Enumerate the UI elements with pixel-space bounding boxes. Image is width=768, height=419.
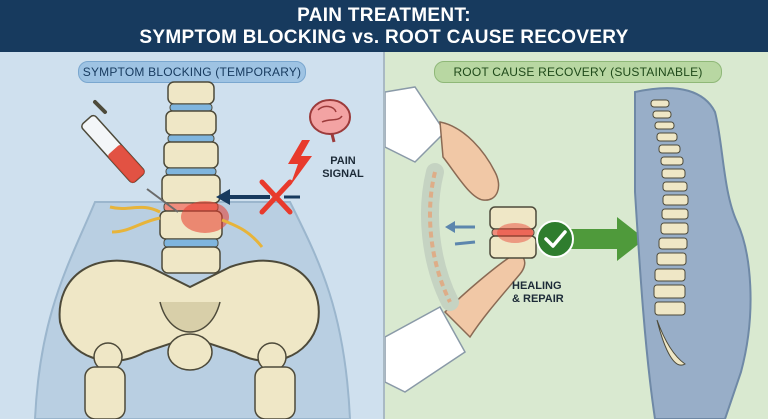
pelvis-illustration bbox=[58, 259, 320, 419]
spine-pelvis-illustration bbox=[33, 81, 352, 419]
brain-icon bbox=[309, 99, 351, 143]
healing-illustration bbox=[385, 86, 752, 419]
lightning-bolt-icon bbox=[288, 140, 312, 186]
spine-illustration bbox=[159, 81, 223, 274]
symptom-blocking-label: SYMPTOM BLOCKING (TEMPORARY) bbox=[78, 61, 306, 83]
panel-divider bbox=[383, 52, 385, 419]
healthy-body-silhouette bbox=[634, 87, 752, 419]
healing-repair-line-2: & REPAIR bbox=[512, 293, 564, 305]
vertebra-being-repaired bbox=[489, 206, 537, 259]
pain-signal-line-2: SIGNAL bbox=[322, 168, 364, 180]
block-x-icon bbox=[259, 179, 293, 215]
healing-arrow-icon bbox=[570, 217, 645, 261]
title-banner: PAIN TREATMENT: SYMPTOM BLOCKING vs. ROO… bbox=[0, 0, 768, 52]
healthy-spine-illustration bbox=[650, 99, 689, 366]
check-icon bbox=[536, 220, 574, 258]
title-line-1: PAIN TREATMENT: bbox=[297, 5, 471, 26]
clinician-hands-illustration bbox=[385, 86, 526, 393]
root-cause-label: ROOT CAUSE RECOVERY (SUSTAINABLE) bbox=[434, 61, 722, 83]
nerve-illustration bbox=[109, 205, 161, 234]
title-line-2: SYMPTOM BLOCKING vs. ROOT CAUSE RECOVERY bbox=[139, 27, 629, 48]
healing-repair-line-1: HEALING bbox=[512, 280, 562, 292]
symptom-blocking-panel: SYMPTOM BLOCKING (TEMPORARY) bbox=[0, 52, 383, 419]
healing-repair-label: HEALING & REPAIR bbox=[512, 280, 582, 306]
syringe-icon bbox=[81, 100, 179, 213]
pain-signal-line-1: PAIN bbox=[330, 155, 356, 167]
root-cause-panel: ROOT CAUSE RECOVERY (SUSTAINABLE) bbox=[385, 52, 768, 419]
pain-signal-label: PAIN SIGNAL bbox=[316, 155, 370, 181]
pain-hotspot bbox=[181, 201, 229, 233]
